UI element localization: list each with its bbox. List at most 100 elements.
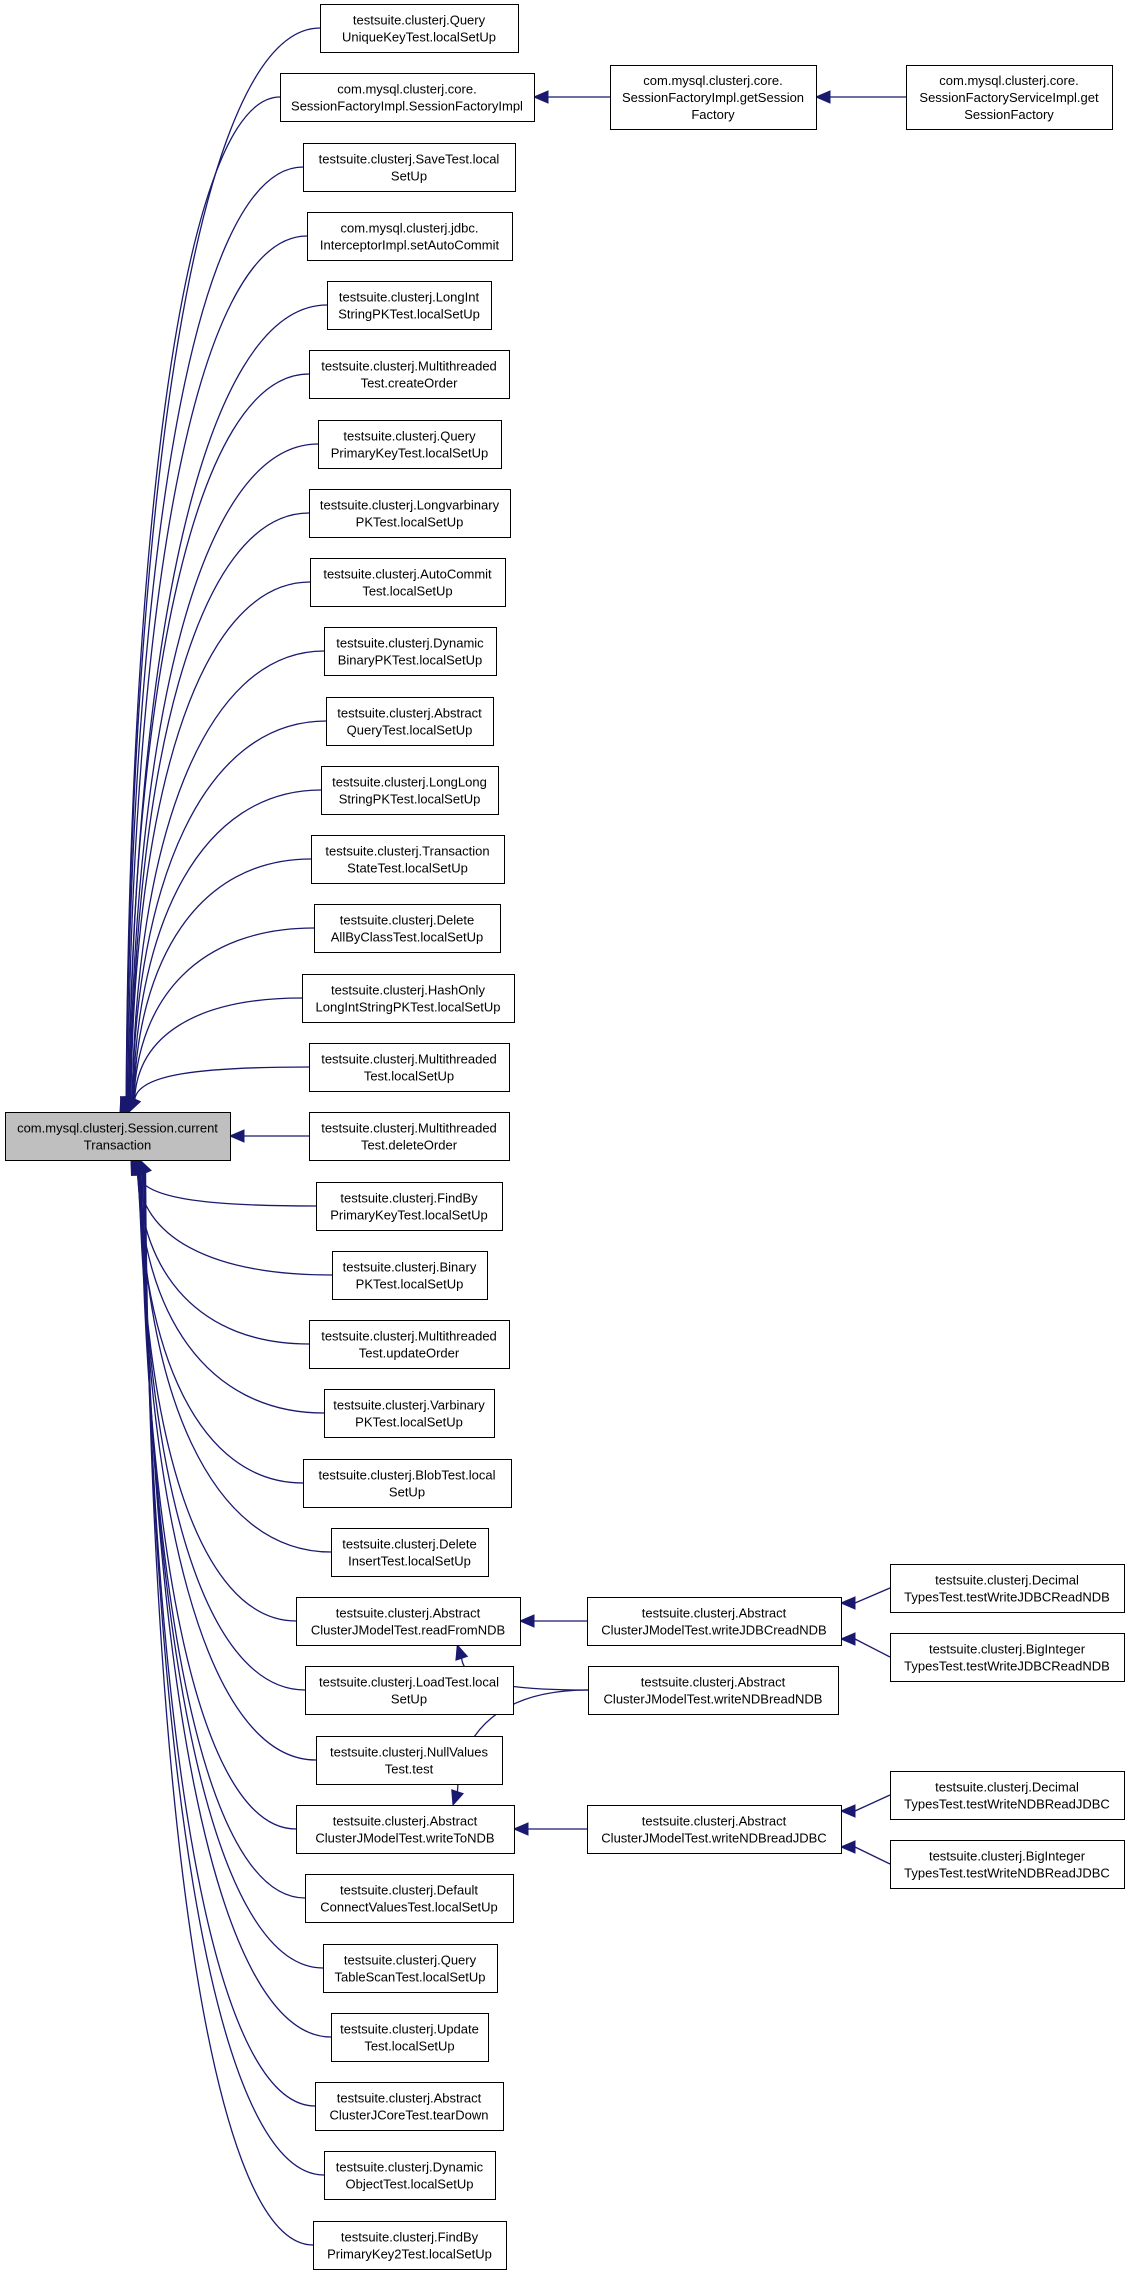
edge-n24-m4-arrowhead <box>455 1643 469 1661</box>
graph-node-n8[interactable]: testsuite.clusterj.LongvarbinaryPKTest.l… <box>309 489 511 538</box>
graph-node-m3[interactable]: testsuite.clusterj.AbstractClusterJModel… <box>587 1597 842 1646</box>
edge-root-n31 <box>143 1172 316 2107</box>
node-label-line: testsuite.clusterj.FindBy <box>340 1191 478 1206</box>
node-label-line: testsuite.clusterj.Abstract <box>641 1675 786 1690</box>
node-box <box>280 73 535 122</box>
node-box <box>610 65 817 130</box>
node-box <box>296 1597 521 1646</box>
graph-node-n17[interactable]: testsuite.clusterj.MultithreadedTest.del… <box>309 1112 510 1161</box>
graph-node-m7[interactable]: testsuite.clusterj.BigIntegerTypesTest.t… <box>890 1633 1125 1682</box>
node-label-line: testsuite.clusterj.Default <box>340 1883 478 1898</box>
node-box <box>316 1182 503 1231</box>
node-label-line: ClusterJModelTest.readFromNDB <box>311 1623 505 1638</box>
node-label-line: testsuite.clusterj.Query <box>353 13 486 28</box>
graph-node-n29[interactable]: testsuite.clusterj.QueryTableScanTest.lo… <box>323 1944 498 1993</box>
node-label-line: SessionFactoryImpl.SessionFactoryImpl <box>291 99 523 114</box>
node-label-line: Test.updateOrder <box>359 1346 460 1361</box>
node-label-line: testsuite.clusterj.BigInteger <box>929 1849 1086 1864</box>
node-box <box>587 1805 842 1854</box>
graph-node-n18[interactable]: testsuite.clusterj.FindByPrimaryKeyTest.… <box>316 1182 503 1231</box>
graph-node-m4[interactable]: testsuite.clusterj.AbstractClusterJModel… <box>588 1666 839 1715</box>
graph-node-n2[interactable]: com.mysql.clusterj.core. SessionFactoryIm… <box>280 73 535 122</box>
node-label-line: testsuite.clusterj.Delete <box>340 913 474 928</box>
graph-node-m1[interactable]: com.mysql.clusterj.core.SessionFactoryIm… <box>610 65 817 130</box>
node-label-line: SessionFactoryServiceImpl.get <box>919 90 1099 105</box>
node-label-line: BinaryPKTest.localSetUp <box>338 653 483 668</box>
graph-node-n7[interactable]: testsuite.clusterj.QueryPrimaryKeyTest.l… <box>318 420 502 469</box>
graph-node-n9[interactable]: testsuite.clusterj.AutoCommitTest.localS… <box>310 558 506 607</box>
graph-node-n32[interactable]: testsuite.clusterj.DynamicObjectTest.loc… <box>324 2151 496 2200</box>
graph-node-n10[interactable]: testsuite.clusterj.DynamicBinaryPKTest.l… <box>324 627 497 676</box>
node-label-line: testsuite.clusterj.LongInt <box>339 290 480 305</box>
graph-node-m6[interactable]: testsuite.clusterj.DecimalTypesTest.test… <box>890 1564 1125 1613</box>
edge-n27-m5-arrowhead <box>512 1822 529 1836</box>
graph-node-root[interactable]: com.mysql.clusterj.Session.currentTransa… <box>5 1112 231 1161</box>
graph-node-n33[interactable]: testsuite.clusterj.FindByPrimaryKey2Test… <box>313 2221 507 2270</box>
graph-node-n6[interactable]: testsuite.clusterj.MultithreadedTest.cre… <box>309 350 510 399</box>
graph-node-n3[interactable]: testsuite.clusterj.SaveTest.localSetUp <box>303 143 516 192</box>
graph-node-n12[interactable]: testsuite.clusterj.LongLongStringPKTest.… <box>321 766 499 815</box>
node-label-line: testsuite.clusterj.Dynamic <box>336 636 484 651</box>
graph-node-n23[interactable]: testsuite.clusterj.DeleteInsertTest.loca… <box>331 1528 489 1577</box>
node-box <box>309 1043 510 1092</box>
graph-node-n22[interactable]: testsuite.clusterj.BlobTest.localSetUp <box>303 1459 512 1508</box>
graph-node-n25[interactable]: testsuite.clusterj.LoadTest.localSetUp <box>305 1666 514 1715</box>
graph-node-n14[interactable]: testsuite.clusterj.DeleteAllByClassTest.… <box>314 904 501 953</box>
node-label-line: TypesTest.testWriteNDBReadJDBC <box>904 1866 1110 1881</box>
edge-root-n14 <box>133 927 315 1100</box>
node-label-line: ClusterJModelTest.writeNDBreadNDB <box>604 1692 823 1707</box>
edge-root-n10 <box>131 650 325 1100</box>
node-label-line: PrimaryKeyTest.localSetUp <box>331 446 489 461</box>
graph-node-m8[interactable]: testsuite.clusterj.DecimalTypesTest.test… <box>890 1771 1125 1820</box>
node-label-line: PrimaryKeyTest.localSetUp <box>330 1208 488 1223</box>
graph-node-m5[interactable]: testsuite.clusterj.AbstractClusterJModel… <box>587 1805 842 1854</box>
node-label-line: PrimaryKey2Test.localSetUp <box>327 2247 492 2262</box>
graph-node-n21[interactable]: testsuite.clusterj.VarbinaryPKTest.local… <box>324 1389 495 1438</box>
node-box <box>305 1666 514 1715</box>
graph-node-n16[interactable]: testsuite.clusterj.MultithreadedTest.loc… <box>309 1043 510 1092</box>
edge-m3-m6 <box>854 1587 891 1604</box>
node-label-line: StateTest.localSetUp <box>347 861 468 876</box>
node-box <box>890 1633 1125 1682</box>
node-label-line: SetUp <box>391 1692 427 1707</box>
node-label-line: ConnectValuesTest.localSetUp <box>320 1900 498 1915</box>
graph-node-n31[interactable]: testsuite.clusterj.AbstractClusterJCoreT… <box>315 2082 504 2131</box>
node-box <box>326 697 494 746</box>
node-label-line: StringPKTest.localSetUp <box>338 307 480 322</box>
node-label-line: InterceptorImpl.setAutoCommit <box>320 238 500 253</box>
node-box <box>309 1320 510 1369</box>
node-box <box>305 1874 514 1923</box>
graph-node-n5[interactable]: testsuite.clusterj.LongIntStringPKTest.l… <box>327 281 492 330</box>
node-label-line: PKTest.localSetUp <box>356 1277 464 1292</box>
node-label-line: StringPKTest.localSetUp <box>339 792 481 807</box>
node-label-line: testsuite.clusterj.Abstract <box>337 2091 482 2106</box>
node-label-line: testsuite.clusterj.SaveTest.local <box>319 152 500 167</box>
graph-node-n27[interactable]: testsuite.clusterj.AbstractClusterJModel… <box>296 1805 515 1854</box>
node-label-line: TypesTest.testWriteNDBReadJDBC <box>904 1797 1110 1812</box>
graph-node-n24[interactable]: testsuite.clusterj.AbstractClusterJModel… <box>296 1597 521 1646</box>
graph-node-m9[interactable]: testsuite.clusterj.BigIntegerTypesTest.t… <box>890 1840 1125 1889</box>
graph-node-n13[interactable]: testsuite.clusterj.TransactionStateTest.… <box>311 835 505 884</box>
node-box <box>331 2013 489 2062</box>
graph-node-n15[interactable]: testsuite.clusterj.HashOnlyLongIntString… <box>302 974 515 1023</box>
graph-node-n1[interactable]: testsuite.clusterj.QueryUniqueKeyTest.lo… <box>320 4 519 53</box>
node-box <box>331 1528 489 1577</box>
node-label-line: SessionFactoryImpl.getSession <box>622 90 804 105</box>
edges-layer <box>119 27 906 2246</box>
graph-node-n20[interactable]: testsuite.clusterj.MultithreadedTest.upd… <box>309 1320 510 1369</box>
edge-root-n33 <box>144 1172 314 2246</box>
node-box <box>332 1251 488 1300</box>
node-label-line: SetUp <box>389 1485 425 1500</box>
graph-node-n4[interactable]: com.mysql.clusterj.jdbc.InterceptorImpl.… <box>307 212 513 261</box>
graph-node-m2[interactable]: com.mysql.clusterj.core. SessionFactorySe… <box>906 65 1113 130</box>
graph-node-n19[interactable]: testsuite.clusterj.BinaryPKTest.localSet… <box>332 1251 488 1300</box>
edge-m3-m7 <box>854 1638 891 1658</box>
graph-node-n11[interactable]: testsuite.clusterj.AbstractQueryTest.loc… <box>326 697 494 746</box>
graph-node-n28[interactable]: testsuite.clusterj.DefaultConnectValuesT… <box>305 1874 514 1923</box>
node-label-line: com.mysql.clusterj.core. <box>939 73 1078 88</box>
node-label-line: testsuite.clusterj.Binary <box>343 1260 477 1275</box>
node-label-line: testsuite.clusterj.AutoCommit <box>323 567 492 582</box>
node-label-line: com.mysql.clusterj.core. <box>337 82 476 97</box>
